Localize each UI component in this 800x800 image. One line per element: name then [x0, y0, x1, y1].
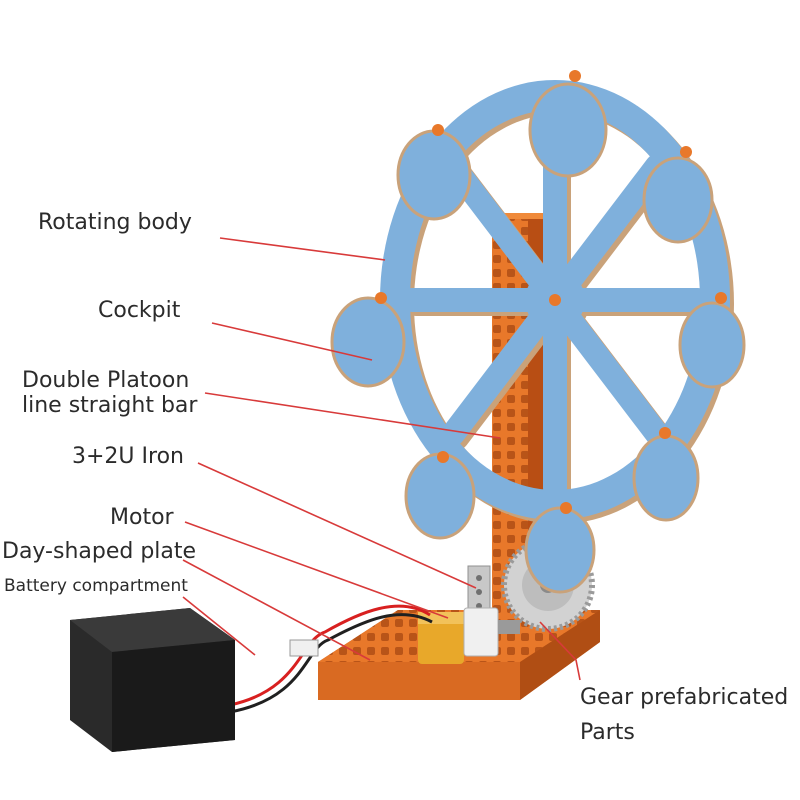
- label-cockpit: Cockpit: [98, 298, 181, 323]
- label-gear-line2: Parts: [580, 720, 635, 746]
- motor: [418, 607, 520, 664]
- cockpit: [642, 146, 714, 244]
- label-iron: 3+2U Iron: [72, 444, 184, 469]
- cockpits: [330, 70, 746, 594]
- cockpit: [632, 427, 700, 522]
- battery-wires: [229, 604, 433, 714]
- cockpit: [524, 502, 596, 594]
- leader-cockpit: [211, 322, 373, 361]
- cockpit: [404, 451, 476, 540]
- leader-iron: [197, 462, 477, 589]
- label-day-shaped-plate: Day-shaped plate: [2, 539, 197, 564]
- label-double-platoon-line2: line straight bar: [22, 393, 198, 419]
- label-gear-parts: Gear prefabricated Parts: [580, 685, 788, 746]
- label-gear-line1: Gear prefabricated: [580, 685, 789, 710]
- label-battery-compartment: Battery compartment: [4, 576, 188, 596]
- label-rotating-body: Rotating body: [38, 210, 192, 235]
- label-motor: Motor: [110, 505, 174, 530]
- label-double-platoon-line1: Double Platoon: [22, 368, 190, 393]
- leader-rotating-body: [219, 237, 386, 261]
- cockpit: [330, 292, 406, 388]
- leader-double-platoon: [204, 392, 501, 439]
- label-double-platoon: Double Platoon line straight bar: [22, 368, 197, 419]
- battery-compartment: [70, 608, 235, 752]
- leader-battery: [182, 596, 256, 656]
- leader-lines: [182, 237, 581, 681]
- leader-gear: [539, 621, 581, 681]
- leader-motor: [184, 521, 449, 619]
- background-blob: [620, 610, 800, 800]
- cockpit: [528, 70, 608, 178]
- leader-day-plate: [182, 559, 371, 661]
- cockpit: [396, 124, 472, 221]
- cockpit: [678, 292, 746, 389]
